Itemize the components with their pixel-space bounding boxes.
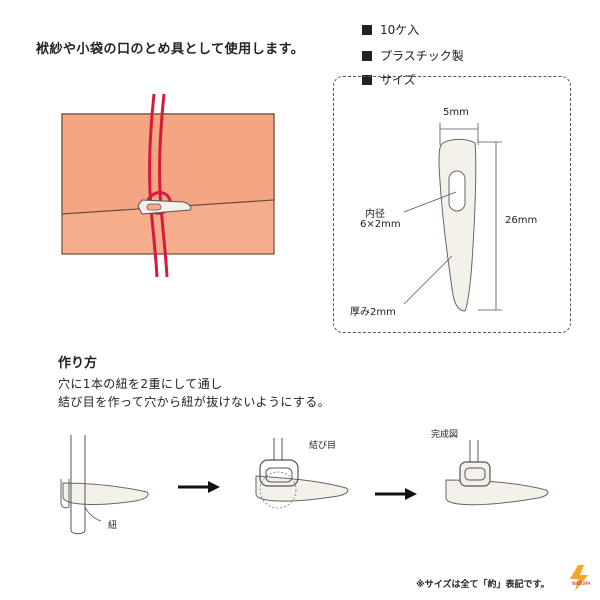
spec-material-text: プラスチック製	[380, 49, 464, 63]
complete-label: 完成図	[431, 430, 459, 440]
length-label: 26mm	[505, 215, 538, 226]
width-label: 5mm	[443, 107, 469, 118]
bullet-square-icon	[362, 74, 372, 85]
arrow-right-icon	[375, 488, 417, 500]
arrow-right-icon	[178, 481, 220, 493]
thickness-leader	[403, 255, 453, 305]
inner-diameter-leader	[403, 191, 457, 213]
howto-line-2: 結び目を作って穴から紐が抜けないようにする。	[58, 395, 331, 409]
cord-label: 紐	[108, 521, 118, 531]
spec-quantity-text: 10ケ入	[380, 23, 420, 37]
bullet-square-icon	[362, 50, 372, 61]
step2-illustration	[255, 438, 349, 509]
spec-material: プラスチック製	[362, 47, 464, 64]
spec-quantity: 10ケ入	[362, 21, 419, 38]
step3-illustration	[445, 440, 549, 506]
footnote: ※サイズは全て「約」表記です。	[416, 580, 550, 590]
width-dimension-line	[439, 123, 479, 145]
step1-illustration	[60, 435, 149, 535]
inner-diameter-label: 内径	[365, 209, 385, 220]
size-panel	[333, 76, 571, 333]
svg-text:INAZUMA: INAZUMA	[572, 581, 591, 586]
inner-diameter-value: 6×2mm	[360, 219, 401, 230]
thickness-label: 厚み2mm	[350, 307, 396, 318]
pouch-illustration	[61, 93, 275, 277]
inazuma-logo: INAZUMA	[570, 565, 591, 591]
headline: 袱紗や小袋の口のとめ具として使用します。	[36, 42, 305, 57]
howto-title: 作り方	[58, 356, 98, 371]
length-dimension-line	[478, 141, 502, 311]
toggle-part-illustration	[438, 138, 477, 312]
howto-line-1: 穴に1本の紐を2重にして通し	[58, 377, 223, 391]
bullet-square-icon	[362, 24, 372, 35]
knot-label: 結び目	[309, 441, 337, 451]
